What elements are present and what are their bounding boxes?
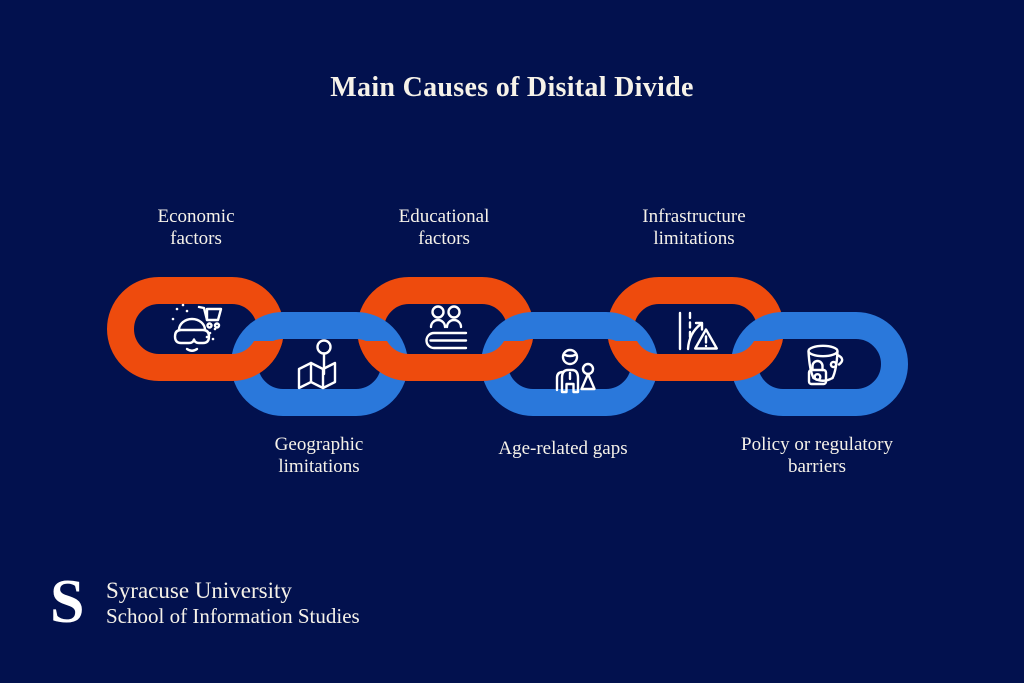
footer-logo-lockup: S Syracuse University School of Informat… xyxy=(50,568,360,636)
org-unit: School of Information Studies xyxy=(106,604,360,628)
footer-text: Syracuse University School of Informatio… xyxy=(106,577,360,628)
org-name: Syracuse University xyxy=(106,578,292,603)
adult-child-icon xyxy=(555,348,596,394)
people-education-icon xyxy=(425,305,468,350)
map-pin-icon xyxy=(297,339,337,390)
road-warning-icon xyxy=(678,311,718,351)
vr-headset-shopping-cart-icon xyxy=(171,303,223,352)
bucket-padlock-icon xyxy=(807,344,844,386)
page-title: Main Causes of Disital Divide xyxy=(330,72,694,103)
syracuse-s-logo: S xyxy=(50,568,85,636)
label-age-related-gaps: Age-related gaps xyxy=(498,438,628,459)
